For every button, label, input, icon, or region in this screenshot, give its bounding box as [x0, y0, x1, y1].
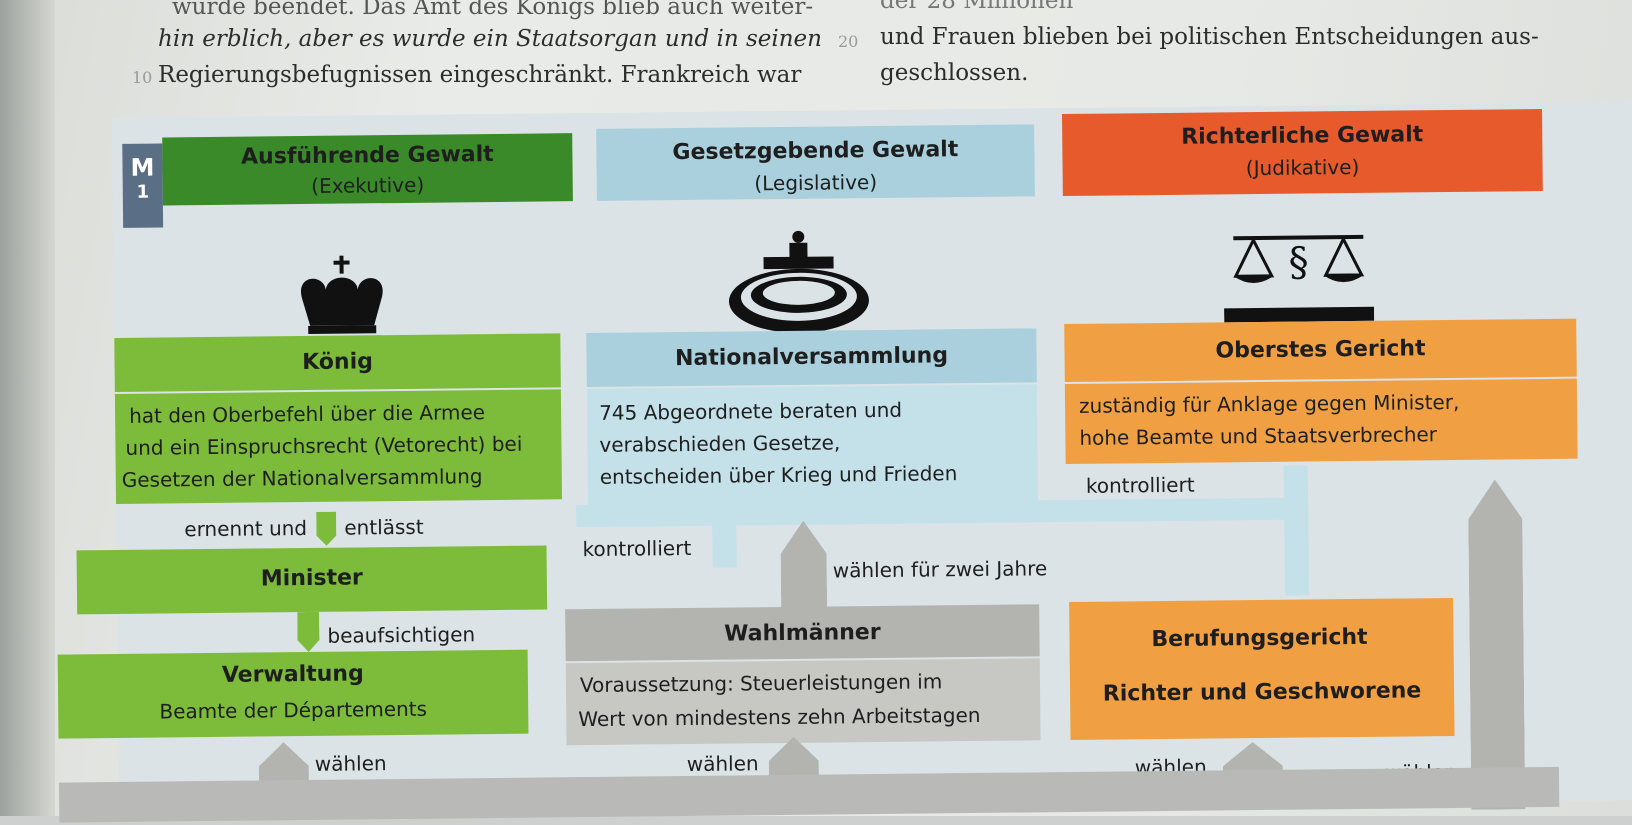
- minister-box: Minister: [76, 545, 548, 615]
- line-number-10: 10: [132, 68, 153, 87]
- og-desc-box: zuständig für Anklage gegen Minister, ho…: [1064, 378, 1578, 465]
- right-text-line-2: und Frauen blieben bei politischen Entsc…: [880, 24, 1539, 50]
- control-connector-down: [712, 517, 737, 568]
- arrow-waehlen-og: [1468, 479, 1525, 810]
- koenig-desc-2: und ein Einspruchsrecht (Vetorecht) bei: [125, 431, 523, 460]
- wahlmaenner-title-box: Wahlmänner: [565, 604, 1040, 662]
- label-beaufsichtigen: beaufsichtigen: [327, 622, 476, 648]
- nv-title: Nationalversammlung: [674, 343, 949, 372]
- label-kontrolliert-nv: kontrolliert: [582, 535, 692, 562]
- og-title: Oberstes Gericht: [1215, 336, 1426, 364]
- scales-paragraph-icon: §: [1223, 225, 1375, 327]
- jud-header: Richterliche Gewalt (Judikative): [1062, 109, 1543, 197]
- nv-desc-3: entscheiden über Krieg und Frieden: [599, 461, 958, 489]
- nv-title-box: Nationalversammlung: [586, 328, 1037, 388]
- material-letter: M: [130, 153, 155, 182]
- nv-desc-1: 745 Abgeordnete beraten und: [598, 397, 903, 425]
- koenig-title-box: König: [114, 333, 561, 392]
- control-connector-vertical: [1283, 465, 1310, 596]
- wahlmaenner-desc-2: Wert von mindestens zehn Arbeitstagen: [578, 702, 981, 732]
- nv-desc-2: verabschieden Gesetze,: [599, 430, 841, 457]
- leg-header: Gesetzgebende Gewalt (Legislative): [596, 124, 1035, 201]
- koenig-desc-box: hat den Oberbefehl über die Armee und ei…: [114, 389, 563, 504]
- og-desc-2: hohe Beamte und Staatsverbrecher: [1079, 422, 1438, 450]
- berufungsgericht-title: Berufungsgericht: [1151, 624, 1368, 653]
- verwaltung-subtitle: Beamte der Départements: [159, 696, 428, 724]
- right-text-line-1: der 28 Millionen: [880, 0, 1074, 14]
- assembly-icon: [723, 228, 874, 340]
- jud-subtitle: (Judikative): [1245, 154, 1360, 181]
- berufungsgericht-subtitle: Richter und Geschworene: [1102, 678, 1422, 707]
- minister-title: Minister: [260, 565, 363, 592]
- wahlmaenner-desc-box: Voraussetzung: Steuerleistungen im Wert …: [565, 658, 1041, 746]
- svg-text:§: §: [1288, 239, 1308, 285]
- page-gutter-shadow: [0, 0, 55, 816]
- leg-subtitle: (Legislative): [754, 169, 878, 196]
- jud-title: Richterliche Gewalt: [1181, 122, 1424, 150]
- right-text-line-3: geschlossen.: [880, 60, 1029, 86]
- label-waehlen-1: wählen: [314, 751, 387, 776]
- line-number-20: 20: [838, 32, 859, 51]
- material-label: M 1: [122, 143, 164, 228]
- arrow-beaufsichtigen: [297, 612, 319, 652]
- nv-desc-box: 745 Abgeordnete beraten und verabschiede…: [586, 384, 1039, 520]
- koenig-desc-1: hat den Oberbefehl über die Armee: [128, 400, 486, 428]
- material-number: 1: [136, 181, 150, 203]
- text-line-1: wurde beendet. Das Amt des Königs blieb …: [172, 0, 814, 20]
- exec-subtitle: (Exekutive): [311, 172, 425, 198]
- arrow-ernennt: [316, 512, 336, 546]
- text-line-2: hin erblich, aber es wurde ein Staatsorg…: [158, 26, 822, 52]
- crown-icon: [293, 255, 390, 336]
- arrow-waehlen-1: [259, 742, 309, 783]
- koenig-title: König: [302, 349, 374, 376]
- label-entlaesst: entlässt: [344, 514, 424, 540]
- verwaltung-title: Verwaltung: [221, 661, 364, 688]
- leg-title: Gesetzgebende Gewalt: [672, 137, 959, 166]
- constitution-diagram: M 1 Ausführende Gewalt (Exekutive) Geset…: [57, 102, 1632, 823]
- og-title-box: Oberstes Gericht: [1064, 318, 1577, 383]
- wahlmaenner-desc-1: Voraussetzung: Steuerleistungen im: [579, 669, 943, 698]
- verwaltung-box: Verwaltung Beamte der Départements: [57, 649, 529, 739]
- label-ernennt: ernennt und: [184, 515, 308, 542]
- text-line-3: Regierungsbefugnissen eingeschränkt. Fra…: [158, 62, 802, 88]
- exec-title: Ausführende Gewalt: [240, 142, 494, 170]
- koenig-desc-3: Gesetzen der Nationalversammlung: [121, 464, 483, 492]
- label-waehlen-zwei-jahre: wählen für zwei Jahre: [832, 556, 1048, 583]
- og-desc-1: zuständig für Anklage gegen Minister,: [1078, 389, 1460, 418]
- exec-header: Ausführende Gewalt (Exekutive): [162, 133, 573, 206]
- label-kontrolliert-og: kontrolliert: [1085, 472, 1195, 498]
- berufungsgericht-box: Berufungsgericht Richter und Geschworene: [1069, 597, 1455, 740]
- wahlmaenner-title: Wahlmänner: [724, 619, 881, 647]
